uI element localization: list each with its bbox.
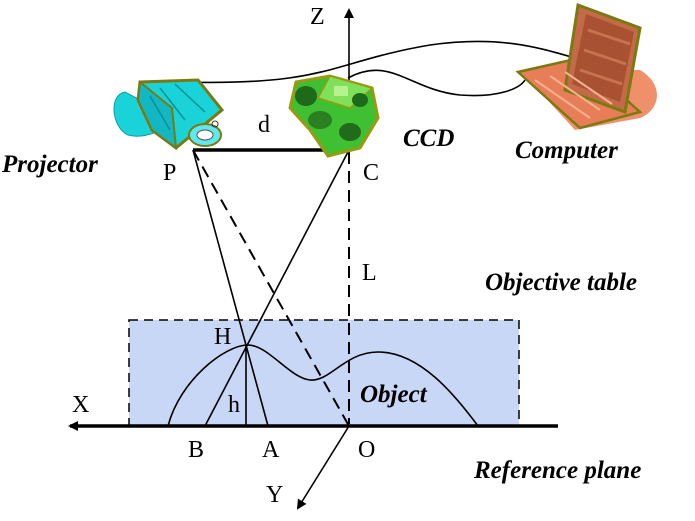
ccd-caption: CCD — [403, 125, 454, 152]
baseline-d-label: d — [258, 112, 270, 138]
projector-icon — [113, 78, 225, 151]
point-c-label: C — [363, 160, 379, 186]
z-axis-label: Z — [310, 4, 325, 30]
origin-o-label: O — [358, 437, 375, 463]
y-axis — [296, 425, 350, 510]
point-a-label: A — [262, 437, 280, 463]
distance-l-label: L — [362, 260, 377, 286]
reference-plane-caption: Reference plane — [473, 457, 641, 484]
height-h-label: h — [228, 392, 240, 418]
objective-table-box — [128, 319, 520, 427]
ray-p-to-a — [192, 149, 269, 427]
projector-caption: Projector — [1, 151, 98, 178]
point-b-label: B — [188, 437, 204, 463]
object-surface-curve — [167, 344, 479, 427]
computer-icon — [515, 2, 657, 130]
ccd-camera-icon — [288, 74, 380, 158]
ray-p-to-o-dashed — [192, 149, 350, 427]
ray-c-to-b — [204, 149, 350, 427]
computer-caption: Computer — [515, 137, 618, 164]
point-h-label: H — [214, 324, 231, 350]
object-caption: Object — [360, 381, 428, 408]
x-axis-label: X — [72, 392, 89, 418]
objective-table-caption: Objective table — [485, 269, 637, 296]
cable-ccd-to-computer — [347, 69, 526, 97]
cable-projector-to-computer — [179, 40, 576, 84]
y-axis-label: Y — [266, 482, 283, 508]
point-p-label: P — [163, 160, 176, 186]
